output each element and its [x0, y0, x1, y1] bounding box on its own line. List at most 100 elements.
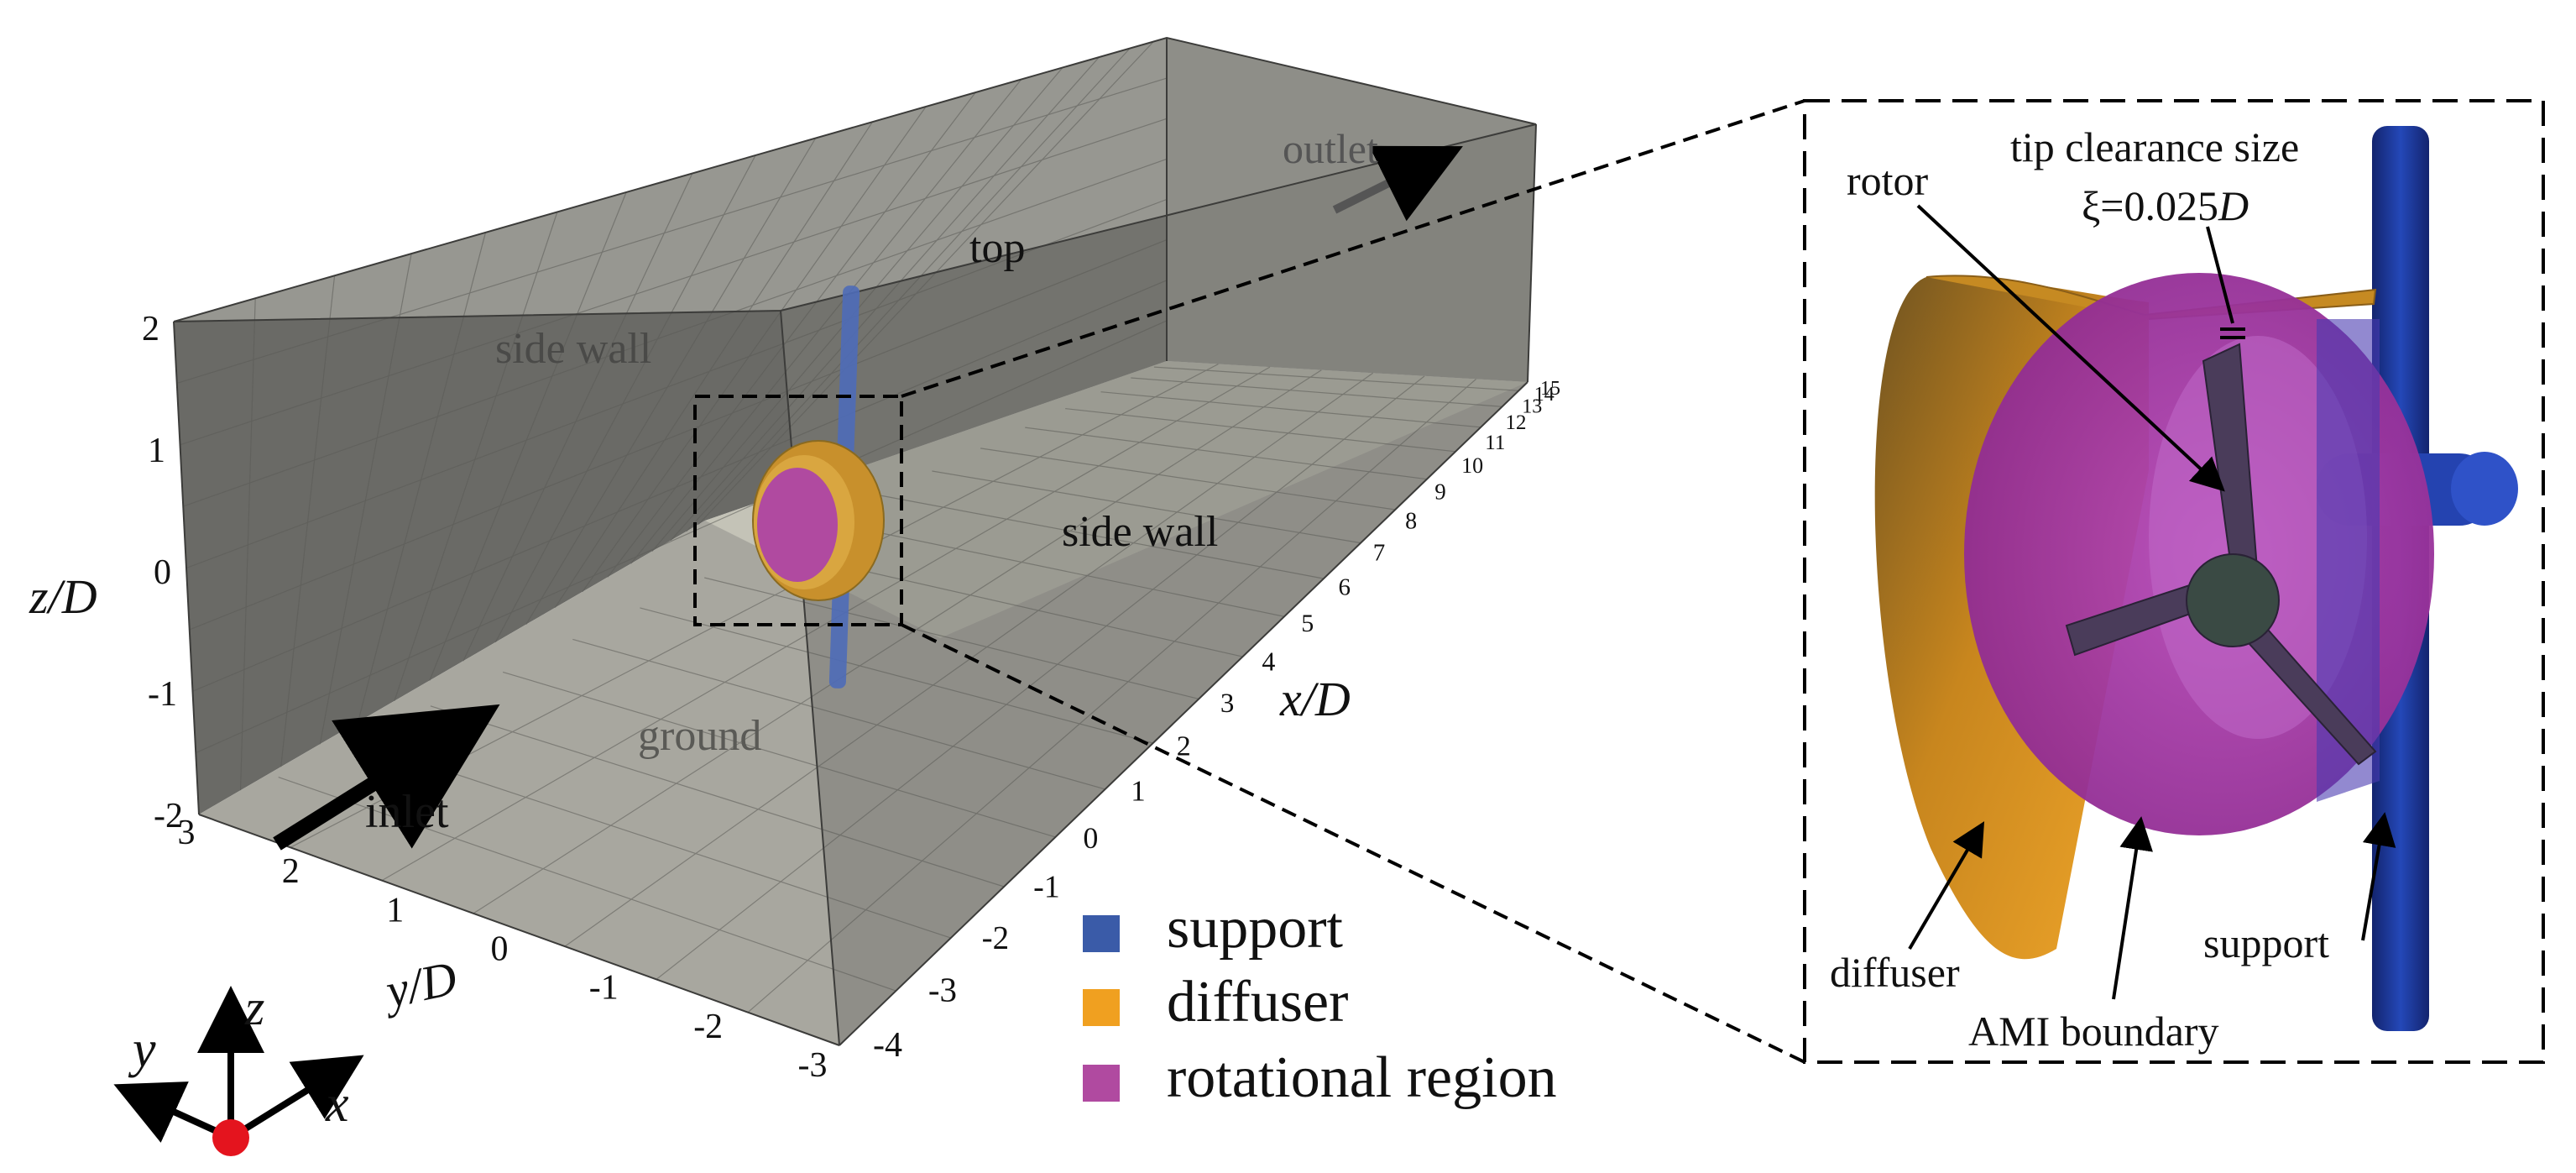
grid-line: [502, 671, 1056, 838]
grid-line: [640, 607, 1153, 744]
x-tick-label: -3: [928, 971, 957, 1009]
y-tick-label: -2: [693, 1008, 723, 1046]
y-tick-label: 0: [491, 930, 509, 969]
x-tick-label: 12: [1506, 411, 1527, 434]
grid-line: [192, 280, 1168, 692]
inlet-label: inlet: [365, 786, 449, 838]
grid-line: [381, 366, 1271, 882]
ground-label: ground: [638, 712, 761, 760]
grid-line: [932, 470, 1361, 544]
side-wall-right-label: side wall: [1062, 508, 1218, 556]
y-axis-label: y/D: [377, 950, 461, 1019]
grid-line: [280, 275, 336, 767]
x-tick-label: -1: [1033, 870, 1060, 905]
grid-line: [357, 232, 487, 723]
grid-line: [747, 378, 1476, 1013]
x-tick-label: 5: [1301, 610, 1314, 637]
outlet-arrow: [1332, 145, 1463, 222]
detail-view: tip clearance size ξ=0.025D rotor diffus…: [1803, 99, 2545, 1064]
legend-label-diffuser: diffuser: [1167, 970, 1348, 1034]
x-tick-label: 13: [1522, 396, 1542, 418]
x-tick-label: 14: [1534, 384, 1554, 406]
x-tick-label: 1: [1131, 774, 1146, 807]
grid-line: [429, 191, 627, 681]
grid-line: [239, 298, 256, 791]
z-axis-ticks: 210-1-2: [142, 310, 183, 835]
grid-line: [1100, 391, 1481, 428]
tip-clearance-unit: D: [2218, 182, 2249, 229]
rotor-leader-arrow: [1916, 204, 2225, 492]
grid-line: [554, 121, 874, 609]
turbine-small: [752, 440, 885, 601]
grid-line: [1153, 366, 1519, 391]
x-tick-label: 15: [1540, 378, 1560, 400]
z-tick-label: 1: [148, 432, 165, 470]
legend-swatch-diffuser: [1083, 989, 1120, 1026]
triad-origin-marker: [212, 1119, 249, 1156]
triad-x-label: x: [325, 1076, 349, 1133]
legend-swatch-support: [1083, 915, 1120, 952]
triad-z-label: z: [244, 980, 264, 1035]
x-axis-label-var: x: [1279, 672, 1302, 726]
diffuser-leader-arrow: [1908, 821, 1985, 950]
zoom-connector-top: [901, 99, 1805, 398]
grid-line: [656, 375, 1425, 980]
detail-rotor-hub: [2186, 553, 2280, 647]
tip-clearance-title: tip clearance size: [2010, 123, 2299, 170]
x-tick-label: -4: [873, 1026, 902, 1065]
x-axis-label: x/D: [1279, 672, 1351, 726]
x-tick-label: 2: [1177, 731, 1191, 762]
grid-line: [1131, 377, 1502, 407]
grid-line: [1065, 408, 1456, 453]
grid-line: [607, 92, 976, 578]
legend-label-support: support: [1167, 896, 1344, 961]
detail-support-behind: [2317, 319, 2380, 802]
z-tick-label: 2: [142, 310, 159, 348]
grid-line: [980, 448, 1396, 511]
domain-grid: [176, 40, 1519, 1013]
inlet-arrow: [273, 704, 500, 851]
y-tick-label: 1: [386, 891, 404, 929]
side-wall-back-label: side wall: [495, 325, 651, 373]
top-label: top: [969, 224, 1025, 272]
tip-clearance-symbol: ξ=0.025: [2082, 182, 2218, 229]
triad-x-axis: [228, 1055, 364, 1141]
grid-line: [704, 577, 1199, 699]
rotor-label: rotor: [1847, 157, 1929, 204]
grid-line: [183, 158, 1168, 507]
grid-line: [525, 138, 817, 626]
tip-clearance-value: ξ=0.025D: [2082, 182, 2249, 229]
grid-line: [176, 77, 1168, 384]
x-tick-label: 11: [1485, 432, 1505, 454]
outlet-label: outlet: [1283, 125, 1378, 172]
ami-leader-arrow: [2112, 816, 2153, 1000]
support-label: support: [2203, 919, 2329, 966]
x-tick-label: 0: [1083, 821, 1098, 855]
grid-line: [564, 372, 1374, 947]
grid-line: [686, 48, 1131, 532]
detail-ami-inner: [2149, 336, 2367, 739]
grid-line: [196, 320, 1168, 754]
coordinate-triad: z x y: [113, 980, 364, 1156]
diffuser-label: diffuser: [1830, 949, 1960, 996]
grid-line: [824, 521, 1285, 617]
x-tick-label: 10: [1461, 453, 1483, 478]
z-tick-label: -2: [154, 797, 183, 835]
y-tick-label: -3: [798, 1046, 828, 1085]
grid-line: [189, 239, 1168, 631]
grid-line: [494, 154, 756, 643]
zoom-connector-bottom: [901, 623, 1805, 1064]
grid-line: [582, 106, 927, 593]
domain-edges: [173, 36, 1537, 1046]
z-axis-label: z/D: [29, 569, 97, 624]
legend-swatch-rotational-region: [1083, 1065, 1120, 1102]
grid-line: [430, 705, 1005, 888]
x-tick-label: 8: [1405, 509, 1417, 535]
triad-y-label: y: [128, 1021, 156, 1078]
x-tick-label: 3: [1220, 689, 1235, 719]
y-tick-label: -1: [589, 969, 619, 1008]
detail-rotor: [2065, 343, 2377, 766]
x-tick-label: -2: [982, 920, 1010, 956]
detail-support-arm-end: [2451, 452, 2518, 526]
grid-line: [473, 369, 1322, 914]
